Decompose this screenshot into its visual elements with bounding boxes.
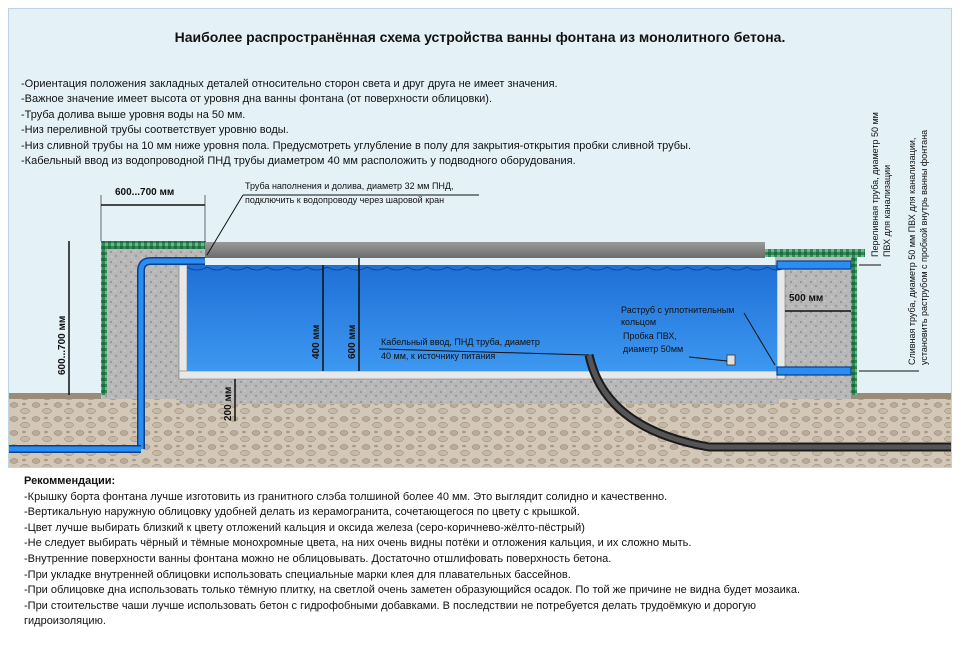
right-wall — [775, 257, 851, 399]
soil-ground — [9, 399, 951, 467]
recommendation-item: -Крышку борта фонтана лучше изготовить и… — [24, 490, 668, 503]
recommendations: Рекоммендации: -Крышку борта фонтана луч… — [24, 474, 800, 630]
callout-socket — [743, 312, 776, 366]
recommendation-item: -Цвет лучше выбирать близкий к цвету отл… — [24, 521, 585, 534]
dim-right-label: 500 мм — [789, 293, 823, 304]
inner-lining-right — [776, 264, 786, 380]
note-item: -Низ переливной трубы соответствует уров… — [21, 124, 289, 137]
dim-base-label: 200 мм — [223, 387, 234, 421]
recommendations-heading: Рекоммендации: — [24, 475, 116, 487]
dim-bowl-label: 600 мм — [347, 325, 358, 359]
label-drain-2: установить раструбом с пробкой внутрь ва… — [919, 130, 929, 365]
label-socket-2: кольцом — [621, 317, 656, 327]
label-overflow-2: ПВХ для канализации — [882, 165, 892, 257]
recommendation-item: -Вертикальную наружную облицовку удобней… — [24, 506, 580, 519]
pvc-plug — [726, 354, 736, 366]
callout-plug — [688, 356, 728, 362]
note-item: -Важное значение имеет высота от уровня … — [21, 93, 493, 106]
cap-tile-right — [761, 249, 865, 257]
note-item: -Кабельный ввод из водопроводной ПНД тру… — [21, 155, 576, 168]
label-cable-2: 40 мм, к источнику питания — [381, 351, 495, 361]
callout-cable — [378, 348, 590, 356]
label-plug-2: диаметр 50мм — [623, 344, 683, 354]
label-fill-pipe-2: подключить к водопроводу через шаровой к… — [245, 195, 444, 205]
callout-fill-pipe — [206, 194, 244, 256]
inner-lining-bottom — [178, 370, 786, 380]
outer-tile-left — [101, 249, 107, 395]
water — [187, 265, 777, 371]
label-plug-1: Пробка ПВХ, — [623, 331, 677, 341]
dim-width-label: 600...700 мм — [115, 187, 174, 198]
overflow-pipe — [776, 260, 852, 270]
recommendation-item: -При укладке внутренней облицовки исполь… — [24, 568, 571, 581]
note-item: -Низ сливной трубы на 10 мм ниже уровня … — [21, 139, 692, 152]
recommendation-item: -При облицовке дна использовать только т… — [24, 584, 801, 597]
fill-pipe — [138, 258, 205, 449]
diagram-panel: Наиболее распространённая схема устройст… — [8, 8, 952, 468]
dim-height-label: 600...700 мм — [57, 316, 68, 375]
label-socket-1: Раструб с уплотнительным — [621, 305, 734, 315]
water-ripples — [186, 266, 788, 271]
recommendation-item: -Не следует выбирать чёрный и тёмные мон… — [24, 537, 692, 550]
notes-list: -Ориентация положения закладных деталей … — [21, 77, 691, 169]
cable-duct — [586, 354, 951, 450]
granite-cover — [205, 242, 765, 258]
recommendation-item: -При стоительстве чаши лучше использоват… — [24, 599, 757, 612]
note-item: -Труба долива выше уровня воды на 50 мм. — [21, 108, 246, 121]
label-overflow-1: Переливная труба, диаметр 50 мм — [870, 112, 880, 257]
page-title: Наиболее распространённая схема устройст… — [174, 29, 786, 45]
note-item: -Ориентация положения закладных деталей … — [21, 78, 558, 90]
fountain-section-diagram: 600...700 мм 600...700 мм 400 мм 600 мм … — [9, 112, 951, 467]
label-cable-1: Кабельный ввод, ПНД труба, диаметр — [381, 337, 540, 347]
drain-pipe — [776, 366, 852, 376]
inner-lining-left — [178, 264, 188, 380]
dim-water-label: 400 мм — [311, 325, 322, 359]
cap-tile-left — [101, 241, 206, 249]
recommendation-item: гидроизоляцию. — [24, 615, 106, 628]
recommendation-item: -Внутренние поверхности ванны фонтана мо… — [24, 552, 612, 565]
recommendations-list: -Крышку борта фонтана лучше изготовить и… — [24, 490, 800, 630]
label-drain-1: Сливная труба, диаметр 50 мм ПВХ для кан… — [907, 138, 917, 365]
label-fill-pipe-1: Труба наполнения и долива, диаметр 32 мм… — [245, 181, 454, 191]
outer-tile-right — [851, 257, 857, 395]
